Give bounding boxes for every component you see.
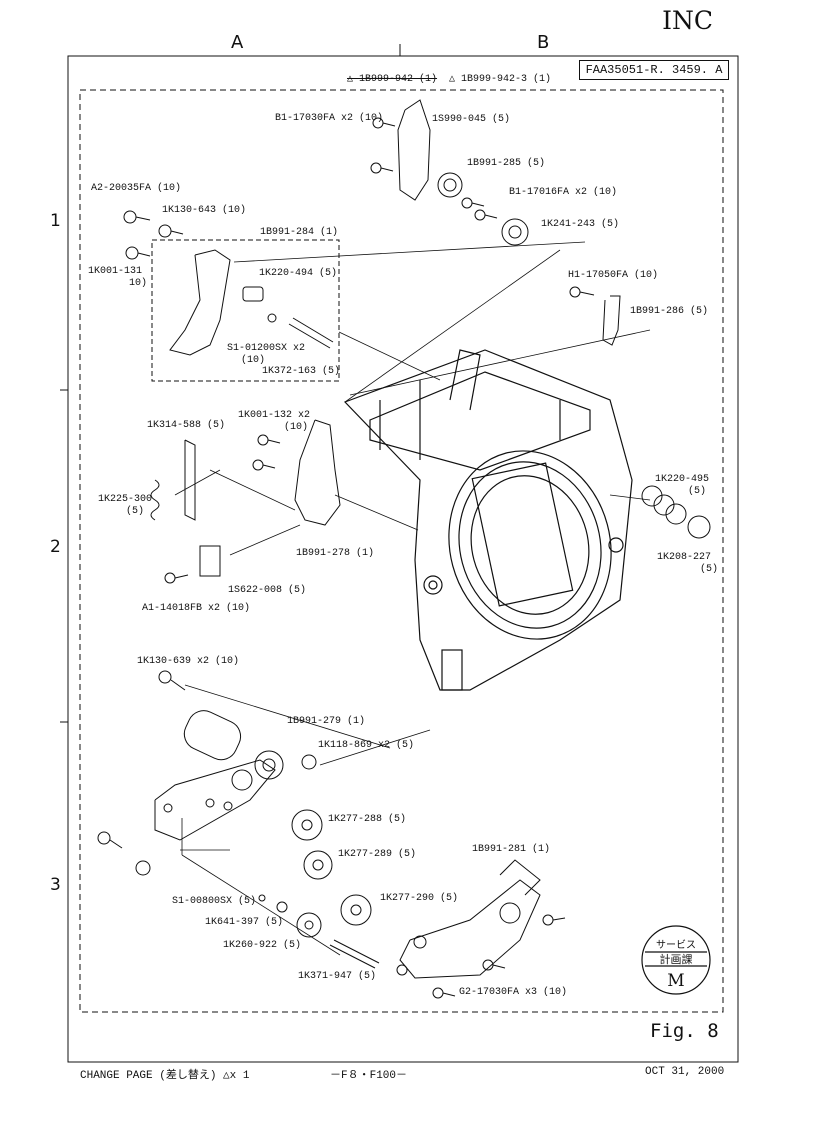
part-label: (5) <box>688 486 707 497</box>
part-label: 1K208-227 <box>657 552 712 563</box>
service-stamp: サービス 計画課 M <box>641 925 711 995</box>
part-label: 1K371-947 (5) <box>298 971 377 982</box>
part-label: G2-17030FA x3 (10) <box>459 987 568 998</box>
part-label: 1K277-290 (5) <box>380 893 459 904</box>
mirror-box-frame <box>343 349 633 691</box>
part-label: (10) <box>284 422 309 433</box>
part-label: 10) <box>129 278 148 289</box>
part-label: 1K130-643 (10) <box>162 205 247 216</box>
revision-new: △ 1B999-942-3 (1) <box>449 74 552 85</box>
round-parts <box>135 172 711 976</box>
svg-text:サービス: サービス <box>656 939 696 951</box>
page-number: －F８・F100－ <box>330 1070 408 1082</box>
part-label: 1B991-279 (1) <box>287 716 366 727</box>
dashed-assembly-border <box>79 89 724 1013</box>
small-parts <box>97 99 711 999</box>
part-label: S1-01200SX x2 <box>227 343 306 354</box>
part-label: 1K314-588 (5) <box>147 420 226 431</box>
figure-label: Fig. 8 <box>650 1020 719 1042</box>
part-label: 1K641-397 (5) <box>205 917 284 928</box>
part-label: 1K225-300 <box>98 494 153 505</box>
svg-text:計画課: 計画課 <box>660 952 693 966</box>
screws <box>97 117 595 999</box>
part-label: (10) <box>241 355 266 366</box>
outer-frame <box>67 55 739 1063</box>
row-label-1: 1 <box>50 211 61 231</box>
part-label: (5) <box>700 564 719 575</box>
document-code: FAA35051-R. 3459. A <box>579 60 729 80</box>
part-label: 1B991-281 (1) <box>472 844 551 855</box>
column-a-label: A <box>231 32 244 53</box>
part-label: (5) <box>126 506 145 517</box>
part-label: 1K372-163 (5) <box>262 366 341 377</box>
part-label: 1K277-288 (5) <box>328 814 407 825</box>
part-label: 1S622-008 (5) <box>228 585 307 596</box>
part-label: 1K277-289 (5) <box>338 849 417 860</box>
svg-text:M: M <box>667 971 684 991</box>
revision-date: OCT 31, 2000 <box>645 1066 725 1078</box>
part-label: 1B991-285 (5) <box>467 158 546 169</box>
revision-old: △ 1B999-942 (1) <box>347 74 438 85</box>
corner-mark: INC <box>662 6 713 35</box>
part-label: 1S990-045 (5) <box>432 114 511 125</box>
row-label-3: 3 <box>50 875 61 895</box>
part-label: 1B991-278 (1) <box>296 548 375 559</box>
part-label: H1-17050FA (10) <box>568 270 659 281</box>
part-label: 1K220-494 (5) <box>259 268 338 279</box>
subassembly-box <box>151 239 340 382</box>
part-label: B1-17030FA x2 (10) <box>275 113 384 124</box>
change-page-note: CHANGE PAGE (差し替え) △x 1 <box>80 1070 250 1082</box>
part-label: 1K130-639 x2 (10) <box>137 656 240 667</box>
part-label: 1B991-286 (5) <box>630 306 709 317</box>
part-label: S1-00800SX (5) <box>172 896 257 907</box>
part-label: B1-17016FA x2 (10) <box>509 187 618 198</box>
plates <box>154 99 621 979</box>
part-label: 1K260-922 (5) <box>223 940 302 951</box>
part-label: 1K001-132 x2 <box>238 410 311 421</box>
column-b-label: B <box>537 32 550 53</box>
part-label: A1-14018FB x2 (10) <box>142 603 251 614</box>
part-label: 1B991-284 (1) <box>260 227 339 238</box>
part-label: 1K241-243 (5) <box>541 219 620 230</box>
part-label: 1K118-869 x2 (5) <box>318 740 415 751</box>
part-label: 1K220-495 <box>655 474 710 485</box>
part-label: 1K001-131 <box>88 266 143 277</box>
row-label-2: 2 <box>50 537 61 557</box>
part-label: A2-20035FA (10) <box>91 183 182 194</box>
